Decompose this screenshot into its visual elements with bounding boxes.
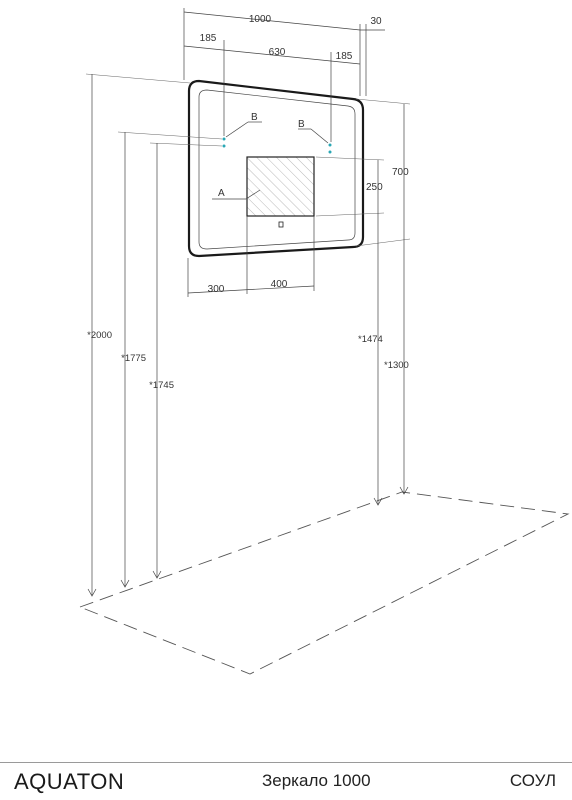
dim-install-1474: *1474 [358,334,383,345]
lamp-dot-right-bottom [328,150,332,154]
mirror-frame-outer [187,79,365,258]
dim-display-height: 250 [366,182,383,193]
sensor-button-icon [278,221,284,228]
mirror-frame-inner [198,89,356,250]
display-area [246,156,315,217]
dim-display-offset: 300 [208,284,225,295]
right-install-dimensions: *1474 *1300 [358,213,409,505]
dim-install-2000: *2000 [87,330,112,341]
series-name: СОУЛ [509,771,556,790]
callout-lamp-right: B [298,119,305,130]
technical-drawing: 1000 30 185 630 185 700 250 300 400 [79,8,570,675]
dim-left-margin: 185 [200,33,217,44]
bottom-dimensions: 300 400 [187,216,315,297]
lamp-dot-right-top [328,143,332,147]
callout-lamp-left: B [251,112,258,123]
left-install-dimensions: *2000 *1775 *1745 [85,73,223,595]
footer-divider [0,762,572,763]
callout-display: A [218,188,225,199]
floor-outline [79,491,570,675]
callouts: B B A [212,112,329,200]
dim-center-span: 630 [269,47,286,58]
dim-width-total: 1000 [249,14,272,25]
product-name: Зеркало 1000 [262,771,371,790]
dim-depth: 30 [370,16,382,27]
lamp-dot-left-bottom [222,144,226,148]
dim-install-1745: *1745 [149,380,174,391]
dim-display-width: 400 [271,279,288,290]
mirror [187,79,365,258]
dim-height: 700 [392,167,409,178]
dim-right-margin: 185 [336,51,353,62]
right-dimensions: 700 250 [315,98,411,247]
lamp-dot-left-top [222,137,226,141]
floor-arrow-ticks [87,486,409,597]
dim-install-1300: *1300 [384,360,409,371]
brand-logo: AQUATON [14,769,125,794]
top-dimensions: 1000 30 185 630 185 [183,8,385,142]
dim-install-1775: *1775 [121,353,146,364]
